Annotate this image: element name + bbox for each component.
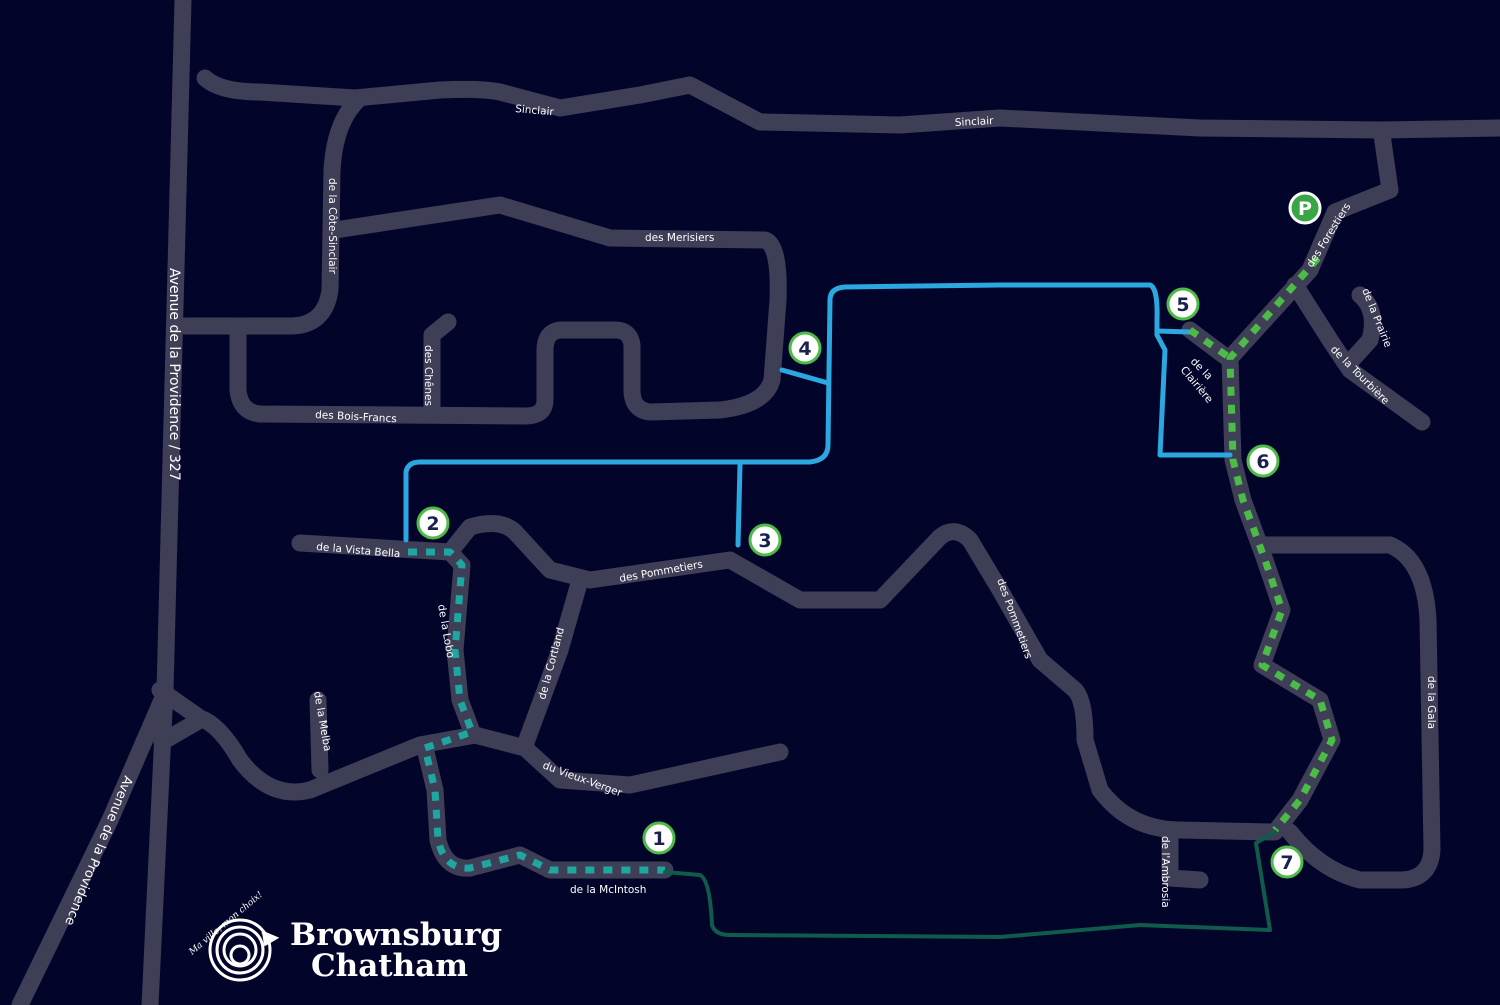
marker-1[interactable]: 1: [642, 821, 676, 855]
parking-letter: P: [1298, 198, 1312, 220]
street-label: de la Gala: [1425, 676, 1437, 729]
road-melba: [309, 691, 329, 779]
route-dark-green[interactable]: [663, 830, 1277, 939]
street-label: de l'Ambrosia: [1159, 836, 1171, 908]
waypoint-markers: 1 2 3 4 5 6 7 P: [416, 191, 1322, 879]
street-labels: Sinclair Sinclair de la Côte-Sinclair de…: [61, 103, 1437, 928]
street-label: des Merisiers: [645, 232, 714, 244]
route-green-dashed-clairiere[interactable]: [1187, 327, 1233, 361]
route-blue-spur-4[interactable]: [779, 367, 831, 386]
logo-line2: Chatham: [311, 948, 468, 984]
road-prairie: [1341, 286, 1381, 371]
street-label: de la McIntosh: [570, 884, 646, 896]
road-merisiers: [229, 196, 787, 425]
street-label: Avenue de la Providence: [61, 774, 135, 928]
street-label: Avenue de la Providence / 327: [166, 268, 182, 481]
brand-logo: Ma ville, mon choix! Brownsburg Chatham: [187, 890, 502, 984]
marker-number: 5: [1176, 294, 1189, 316]
road-vieux-verger-link: [153, 711, 209, 751]
road-cortland: [516, 571, 589, 754]
road-ambrosia: [1161, 823, 1209, 889]
road-vista-bella: [291, 534, 459, 561]
route-teal-dashed[interactable]: [408, 548, 665, 874]
street-label: de la Côte-Sinclair: [326, 178, 338, 275]
road-east-trail: [1221, 349, 1341, 841]
roads: [11, 0, 1500, 1005]
marker-6[interactable]: 6: [1246, 444, 1280, 478]
road-providence-diagonal: [11, 691, 171, 1005]
routes: [403, 255, 1336, 939]
street-label: Sinclair: [955, 115, 995, 129]
route-blue-spur-3[interactable]: [735, 462, 743, 548]
marker-number: 7: [1280, 852, 1293, 874]
road-gala: [1256, 536, 1441, 889]
road-providence: [141, 0, 192, 1005]
route-green-dashed[interactable]: [1226, 255, 1336, 833]
road-forestiers: [1221, 126, 1399, 367]
marker-5[interactable]: 5: [1166, 287, 1200, 321]
logo-line1: Brownsburg: [290, 917, 502, 953]
marker-number: 1: [652, 828, 665, 850]
marker-4[interactable]: 4: [788, 331, 822, 365]
marker-7[interactable]: 7: [1270, 845, 1304, 879]
parking-icon[interactable]: P: [1288, 191, 1322, 225]
street-label: des Chênes: [422, 345, 434, 406]
street-label: des Bois-Francs: [315, 409, 397, 425]
marker-number: 2: [426, 513, 439, 535]
marker-number: 3: [758, 530, 771, 552]
street-label: Sinclair: [515, 103, 555, 118]
route-blue[interactable]: [403, 282, 1233, 543]
road-chenes: [423, 313, 457, 423]
road-tourbiere: [1286, 276, 1431, 431]
street-label: des Pommetiers: [994, 577, 1034, 661]
bird-logo-icon: [208, 918, 280, 982]
road-sinclair: [196, 69, 1500, 139]
marker-number: 6: [1256, 451, 1269, 473]
marker-number: 4: [798, 338, 811, 360]
route-blue-spur-5[interactable]: [1154, 328, 1193, 335]
road-pommetiers: [441, 514, 1281, 841]
marker-2[interactable]: 2: [416, 506, 450, 540]
marker-3[interactable]: 3: [748, 523, 782, 557]
